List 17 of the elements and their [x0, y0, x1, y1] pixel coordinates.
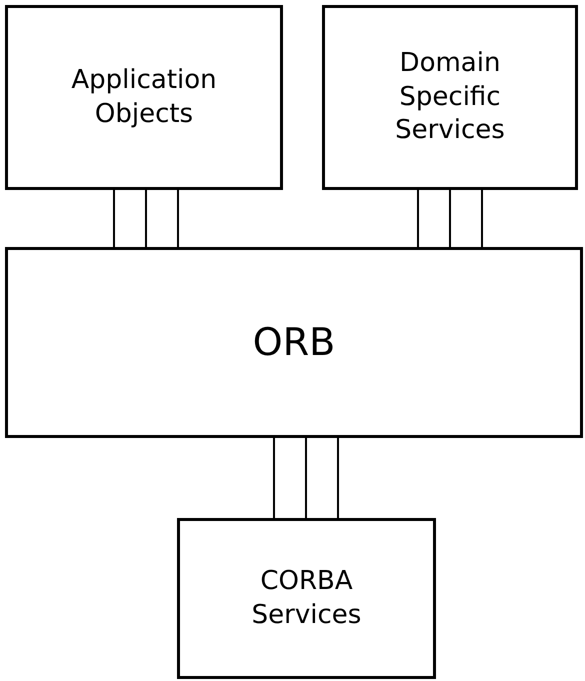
connector-line: [337, 438, 339, 518]
connector-line: [273, 438, 275, 518]
box-label: Domain Specific Services: [394, 46, 506, 148]
connector-line: [449, 190, 451, 247]
connector-line: [481, 190, 483, 247]
component-box: [5, 5, 283, 190]
connector-line: [305, 438, 307, 518]
box-label: CORBA Services: [250, 564, 362, 632]
connector-line: [177, 190, 179, 247]
box-label: Application Objects: [70, 64, 218, 130]
connector-line: [145, 190, 147, 247]
component-box: [177, 518, 436, 679]
component-box: [5, 247, 583, 438]
connector-line: [417, 190, 419, 247]
component-box: [322, 5, 578, 190]
box-label: ORB: [252, 318, 336, 366]
connector-line: [113, 190, 115, 247]
